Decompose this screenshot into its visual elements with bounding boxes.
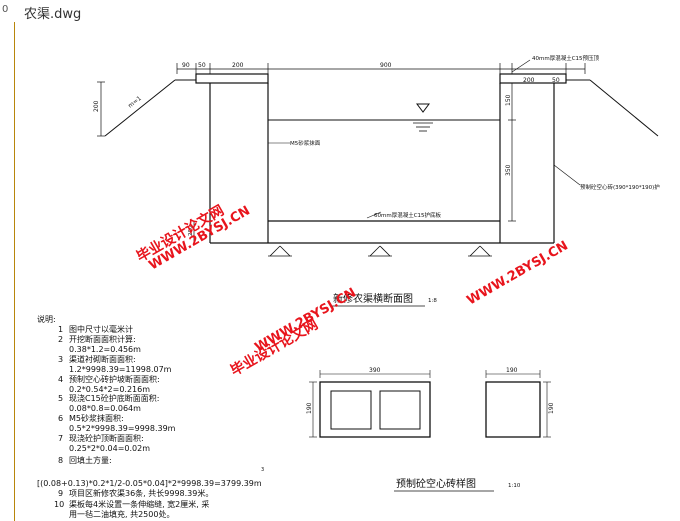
dim-90-left: 90 <box>182 62 190 69</box>
note-6-line-1: M5砂浆抹面积: <box>69 413 124 423</box>
brick-title: 预制砼空心砖样图 <box>396 477 476 490</box>
note-formula-sup: 3 <box>261 467 264 473</box>
dim-50-left: 50 <box>198 62 206 69</box>
note-6-line-2: 0.5*2*9998.39=9998.39m <box>69 424 176 433</box>
watermark-url-2: WWW.2BYSJ.CN <box>465 238 571 308</box>
label-right-150: 150 <box>505 94 512 106</box>
note-9-num: 9 <box>58 489 63 498</box>
margin-line <box>14 22 15 521</box>
brick-scale: 1:10 <box>508 483 521 489</box>
watermark-url-3: WWW.2BYSJ.CN <box>253 285 359 355</box>
notes-heading: 说明: <box>37 314 56 324</box>
brick-dim-top2: 190 <box>506 367 518 374</box>
brick-dim-top: 390 <box>369 367 381 374</box>
note-10-line-1: 渠板每4米设置一条伸缩缝, 宽2厘米, 采 <box>69 499 209 509</box>
note-7-num: 7 <box>58 434 63 443</box>
dim-50-right: 50 <box>552 77 560 84</box>
label-left-height: 200 <box>93 100 100 112</box>
note-2-line-1: 开挖断面面积计算: <box>69 334 136 344</box>
label-left-small: 200 <box>188 225 194 236</box>
note-3-num: 3 <box>58 355 63 364</box>
brick-dim-left: 190 <box>306 402 313 414</box>
note-2-line-2: 0.38*1.2=0.456m <box>69 345 141 354</box>
note-1-line-1: 图中尺寸以毫米计 <box>69 324 133 334</box>
label-block: 预制砼空心砖(390*190*190)护 <box>580 183 660 191</box>
note-2-num: 2 <box>58 335 63 344</box>
note-3-line-2: 1.2*9998.39=11998.07m <box>69 365 172 374</box>
section-title: 新修农渠横断面图 <box>333 292 413 305</box>
brick-dim-right: 190 <box>548 402 555 414</box>
note-1-num: 1 <box>58 325 63 334</box>
label-top-board: 40mm厚混凝土C15预压顶 <box>532 54 600 62</box>
note-4-line-2: 0.2*0.54*2=0.216m <box>69 385 150 394</box>
note-3-line-1: 渠道衬砌断面面积: <box>69 354 136 364</box>
brick-detail <box>309 370 551 438</box>
note-6-num: 6 <box>58 414 63 423</box>
note-10-line-2: 用一毡二油填充, 共2500处。 <box>69 509 174 519</box>
note-5-line-1: 现浇C15砼护底断面面积: <box>69 393 159 403</box>
dim-200-right: 200 <box>523 77 535 84</box>
section-scale: 1:8 <box>428 298 437 304</box>
dim-200-left: 200 <box>232 62 244 69</box>
label-mortar: M5砂浆抹面 <box>290 139 321 147</box>
title-bar: 0 农渠.dwg <box>0 0 680 22</box>
note-5-line-2: 0.08*0.8=0.064m <box>69 404 141 413</box>
note-9-line-1: 项目区新修农渠36条, 共长9998.39米。 <box>69 488 213 498</box>
note-5-num: 5 <box>58 394 63 403</box>
document-title: 农渠.dwg <box>24 7 82 22</box>
dim-900: 900 <box>380 62 392 69</box>
note-formula: [(0.08+0.13)*0.2*1/2-0.05*0.04]*2*9998.3… <box>37 479 262 488</box>
title-icon: 0 <box>2 4 9 15</box>
note-8-line-1: 回填土方量: <box>69 455 112 465</box>
notes-block: 说明: 1 图中尺寸以毫米计 2 开挖断面面积计算: 0.38*1.2=0.45… <box>37 314 264 519</box>
label-bottom-slab: 60mm厚混凝土C15护底板 <box>374 211 442 219</box>
note-4-num: 4 <box>58 375 63 384</box>
note-8-num: 8 <box>58 456 63 465</box>
label-right-350: 350 <box>505 164 512 176</box>
note-4-line-1: 预制空心砖护坡断面面积: <box>69 374 160 384</box>
watermark: 毕业设计论文网 WWW.2BYSJ.CN WWW.2BYSJ.CN 毕业设计论文… <box>134 202 571 380</box>
cross-section-drawing <box>97 59 659 257</box>
note-10-num: 10 <box>54 500 64 509</box>
note-7-line-2: 0.25*2*0.04=0.02m <box>69 444 150 453</box>
note-7-line-1: 现浇砼护顶断面面积: <box>69 433 144 443</box>
